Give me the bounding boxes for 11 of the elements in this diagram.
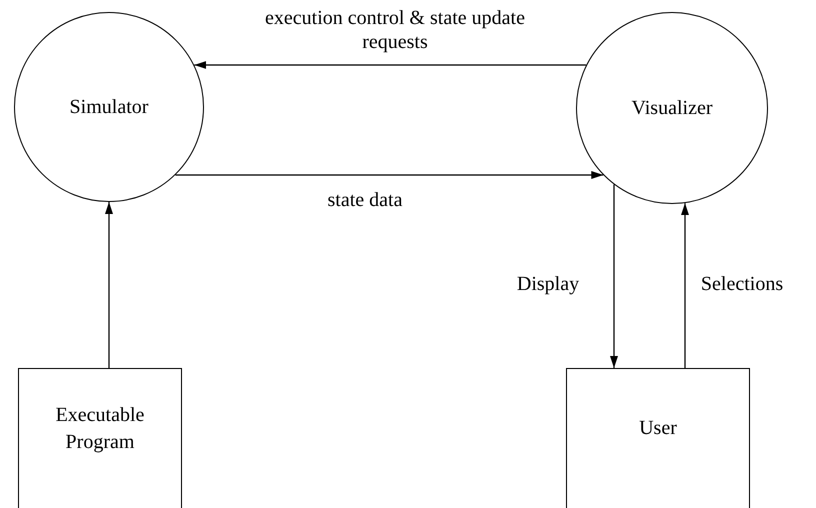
node-label: Simulator [70, 94, 148, 120]
arrow [681, 203, 689, 368]
arrow [105, 202, 113, 368]
node-label: Executable Program [54, 402, 146, 454]
entity-box [18, 368, 182, 508]
node-label: Visualizer [632, 96, 712, 120]
arrow [194, 61, 586, 69]
node-label: User [638, 416, 678, 441]
arrow [175, 171, 604, 179]
entity-box [566, 368, 750, 508]
arrow [610, 184, 618, 368]
